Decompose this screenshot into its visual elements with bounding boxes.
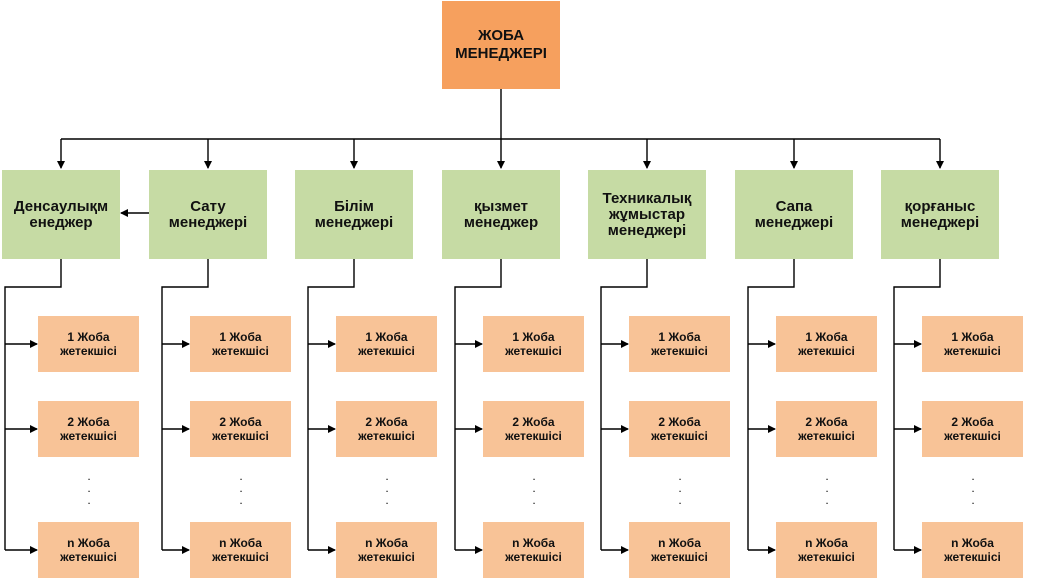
project-lead-box: 2 Жоба жетекшісі [483,401,584,457]
project-lead-label: 1 Жоба жетекшісі [212,330,269,358]
manager-to-leads-line [893,259,941,550]
manager-box: Сату менеджері [149,170,267,259]
project-lead-label: 2 Жоба жетекшісі [212,415,269,443]
manager-to-leads-line [600,259,648,550]
manager-box: Білім менеджері [295,170,413,259]
project-lead-label: 1 Жоба жетекшісі [651,330,708,358]
project-lead-label: 2 Жоба жетекшісі [505,415,562,443]
project-lead-box: 2 Жоба жетекшісі [38,401,139,457]
project-lead-box: 1 Жоба жетекшісі [922,316,1023,372]
manager-box: Денсаулықм енеджер [2,170,120,259]
manager-label: Денсаулықм енеджер [13,197,109,231]
project-lead-label: n Жоба жетекшісі [358,536,415,564]
project-lead-label: 1 Жоба жетекшісі [60,330,117,358]
project-lead-label: n Жоба жетекшісі [60,536,117,564]
manager-label: Білім менеджері [314,197,394,231]
project-lead-label: 2 Жоба жетекшісі [651,415,708,443]
manager-label: Сапа менеджері [754,197,834,231]
project-lead-label: 1 Жоба жетекшісі [505,330,562,358]
manager-box: қызмет менеджер [442,170,560,259]
project-lead-box: 1 Жоба жетекшісі [776,316,877,372]
project-lead-label: n Жоба жетекшісі [212,536,269,564]
project-lead-box: n Жоба жетекшісі [190,522,291,578]
manager-label: Техникалық жұмыстар менеджері [602,189,692,239]
manager-to-leads-line [747,259,795,550]
project-manager-label: ЖОБА МЕНЕДЖЕРІ [455,27,547,62]
manager-to-leads-line [454,259,502,550]
manager-to-leads-line [161,259,209,550]
project-lead-box: n Жоба жетекшісі [336,522,437,578]
project-lead-label: 1 Жоба жетекшісі [798,330,855,358]
project-lead-box: n Жоба жетекшісі [629,522,730,578]
project-lead-box: n Жоба жетекшісі [776,522,877,578]
ellipsis-dots: . . . [971,469,975,507]
ellipsis-dots: . . . [385,469,389,507]
project-lead-box: n Жоба жетекшісі [483,522,584,578]
manager-label: Сату менеджері [168,197,248,231]
ellipsis-dots: . . . [532,469,536,507]
project-lead-label: 2 Жоба жетекшісі [358,415,415,443]
manager-label: қорғаныс менеджері [900,197,980,231]
ellipsis-dots: . . . [825,469,829,507]
project-lead-box: 2 Жоба жетекшісі [922,401,1023,457]
project-lead-box: 1 Жоба жетекшісі [483,316,584,372]
project-manager-box: ЖОБА МЕНЕДЖЕРІ [442,1,560,89]
manager-to-leads-line [4,259,62,550]
project-lead-box: 1 Жоба жетекшісі [336,316,437,372]
manager-box: Техникалық жұмыстар менеджері [588,170,706,259]
project-lead-label: n Жоба жетекшісі [651,536,708,564]
ellipsis-dots: . . . [239,469,243,507]
project-lead-box: n Жоба жетекшісі [922,522,1023,578]
project-lead-label: 1 Жоба жетекшісі [358,330,415,358]
project-lead-box: 2 Жоба жетекшісі [190,401,291,457]
project-lead-box: 2 Жоба жетекшісі [776,401,877,457]
manager-label: қызмет менеджер [463,197,539,231]
project-lead-label: 2 Жоба жетекшісі [798,415,855,443]
manager-box: қорғаныс менеджері [881,170,999,259]
manager-to-leads-line [307,259,355,550]
ellipsis-dots: . . . [678,469,682,507]
project-lead-label: 2 Жоба жетекшісі [944,415,1001,443]
manager-box: Сапа менеджері [735,170,853,259]
project-lead-box: 1 Жоба жетекшісі [629,316,730,372]
project-lead-box: 2 Жоба жетекшісі [336,401,437,457]
ellipsis-dots: . . . [87,469,91,507]
project-lead-box: n Жоба жетекшісі [38,522,139,578]
project-lead-label: n Жоба жетекшісі [944,536,1001,564]
project-lead-label: 1 Жоба жетекшісі [944,330,1001,358]
project-lead-box: 1 Жоба жетекшісі [38,316,139,372]
project-lead-label: 2 Жоба жетекшісі [60,415,117,443]
project-lead-label: n Жоба жетекшісі [798,536,855,564]
project-lead-label: n Жоба жетекшісі [505,536,562,564]
project-lead-box: 2 Жоба жетекшісі [629,401,730,457]
project-lead-box: 1 Жоба жетекшісі [190,316,291,372]
